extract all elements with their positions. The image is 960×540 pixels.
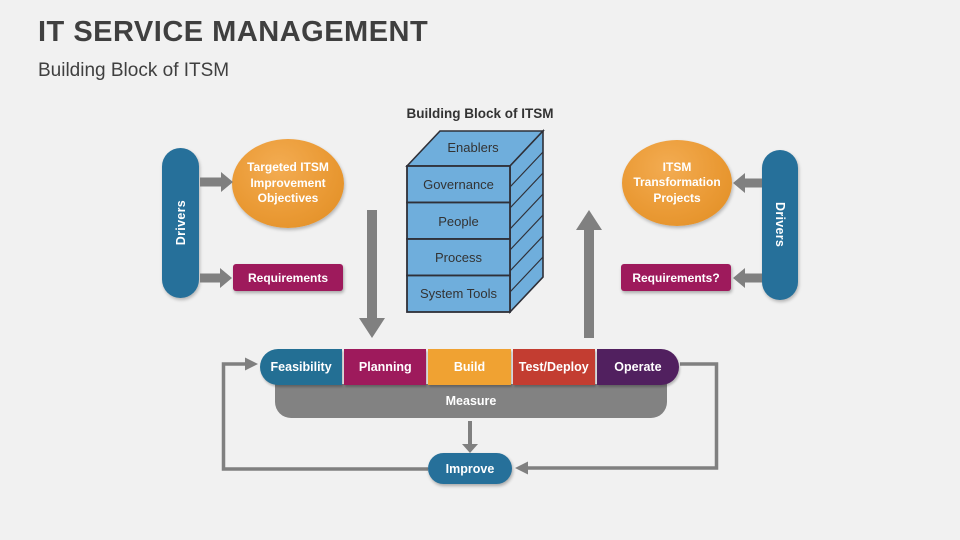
building-block-heading: Building Block of ITSM (406, 106, 554, 121)
measure-bar: Measure (275, 384, 667, 418)
lifecycle-to-projects-up-arrow-icon (576, 210, 602, 338)
left-requirements-box: Requirements (233, 264, 343, 291)
block-side-hatch-lines (509, 151, 544, 293)
block-to-lifecycle-down-arrow-icon (359, 210, 385, 338)
lifecycle-stage-row: Feasibility Planning Build Test/Deploy O… (260, 349, 680, 385)
block-layer (406, 238, 511, 277)
page-subtitle: Building Block of ITSM (38, 60, 230, 81)
itsm-transformation-projects-ellipse: ITSM Transformation Projects (622, 140, 732, 226)
block-layer-label: System Tools (420, 286, 498, 301)
stage-feasibility: Feasibility (260, 349, 343, 385)
right-drivers-label: Drivers (773, 202, 787, 248)
block-top-face-label: Enablers (447, 140, 499, 155)
right-drivers-to-requirements-arrow-icon (733, 268, 762, 288)
improve-to-feasibility-arrowhead-icon (245, 357, 258, 371)
right-drivers-to-projects-arrow-icon (733, 173, 762, 193)
block-layer (406, 274, 511, 313)
stage-operate: Operate (596, 349, 680, 385)
block-layer (406, 201, 511, 240)
stage-build: Build (428, 349, 511, 385)
left-drivers-to-objectives-arrow-icon (200, 172, 233, 192)
right-requirements-box: Requirements? (621, 264, 731, 291)
building-block-3d: Enablers Governance People Process Syste… (405, 128, 545, 315)
page-title: IT SERVICE MANAGEMENT (38, 16, 429, 48)
measure-to-improve-arrow-icon (462, 421, 478, 453)
left-drivers-to-requirements-arrow-icon (200, 268, 232, 288)
block-layer-label: Governance (423, 177, 494, 192)
improve-pill: Improve (428, 453, 512, 484)
block-layer-label: Process (435, 250, 482, 265)
improve-to-feasibility-loop-line (221, 362, 428, 471)
stage-test-deploy: Test/Deploy (512, 349, 595, 385)
stage-planning: Planning (344, 349, 427, 385)
operate-to-improve-loop-line (528, 362, 719, 470)
block-layer-label: People (438, 214, 478, 229)
operate-to-improve-arrowhead-icon (515, 461, 528, 475)
right-drivers-bar: Drivers (762, 150, 798, 300)
block-layer (406, 165, 511, 204)
targeted-itsm-objectives-ellipse: Targeted ITSM Improvement Objectives (232, 139, 344, 228)
left-drivers-bar: Drivers (162, 148, 199, 298)
